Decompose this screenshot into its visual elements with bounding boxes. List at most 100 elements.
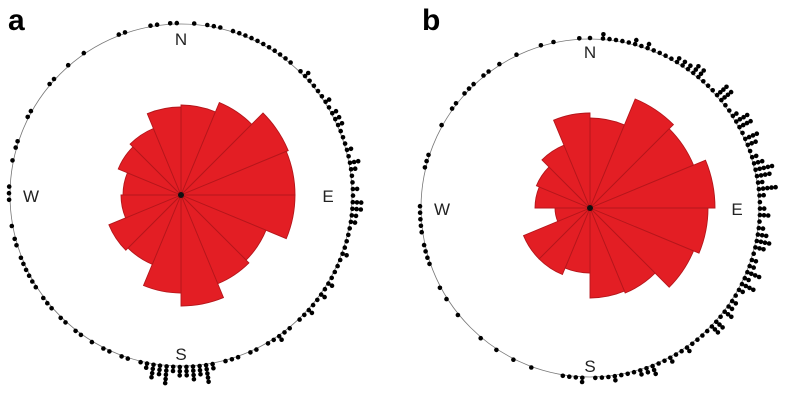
- data-point: [162, 380, 168, 386]
- data-point: [757, 166, 762, 172]
- data-point: [759, 233, 765, 238]
- data-point: [248, 350, 253, 355]
- data-point: [754, 238, 760, 244]
- data-point: [230, 28, 236, 34]
- data-point: [421, 242, 427, 248]
- data-point: [739, 281, 745, 287]
- data-point: [645, 370, 651, 375]
- data-point: [439, 122, 444, 128]
- data-point: [235, 354, 241, 360]
- data-point: [606, 374, 611, 380]
- data-point: [170, 364, 176, 370]
- data-point: [601, 32, 606, 37]
- data-point: [688, 63, 693, 68]
- data-point: [163, 376, 168, 382]
- data-point: [538, 43, 544, 48]
- data-point: [494, 347, 499, 353]
- data-point: [25, 114, 31, 120]
- data-point: [449, 106, 455, 111]
- data-point: [725, 92, 731, 98]
- data-point: [326, 97, 332, 102]
- data-point: [625, 371, 630, 377]
- data-point: [751, 161, 757, 166]
- data-point: [266, 45, 272, 50]
- data-point: [720, 325, 725, 330]
- center-dot-b: [587, 205, 593, 211]
- data-point: [164, 364, 169, 369]
- data-point: [619, 372, 624, 378]
- data-point: [752, 273, 758, 278]
- data-point: [326, 105, 332, 110]
- data-point: [338, 128, 344, 134]
- data-point: [336, 114, 342, 120]
- data-point: [150, 366, 156, 372]
- data-point: [211, 23, 217, 29]
- data-point: [691, 70, 696, 76]
- data-point: [651, 48, 656, 53]
- data-point: [749, 141, 754, 146]
- data-point: [669, 56, 674, 61]
- data-point: [761, 192, 766, 198]
- data-point: [471, 81, 476, 87]
- compass-west-a: W: [23, 187, 39, 206]
- data-point: [237, 30, 242, 36]
- data-point: [347, 226, 353, 231]
- data-point: [197, 363, 202, 369]
- data-point: [747, 285, 752, 291]
- data-point: [673, 352, 679, 357]
- data-point: [753, 259, 759, 264]
- center-dot-a: [178, 192, 184, 198]
- data-point: [191, 368, 196, 374]
- data-point: [682, 59, 688, 65]
- data-point: [631, 369, 637, 375]
- data-point: [354, 186, 360, 192]
- data-point: [749, 257, 755, 263]
- data-point: [65, 62, 71, 68]
- data-point: [125, 356, 131, 361]
- data-point: [350, 180, 355, 185]
- data-point: [551, 39, 556, 45]
- data-point: [116, 32, 122, 37]
- data-point: [218, 25, 223, 30]
- data-point: [593, 375, 598, 381]
- data-point: [757, 193, 762, 198]
- data-point: [700, 333, 705, 338]
- data-point: [154, 22, 160, 28]
- data-point: [511, 357, 516, 363]
- rose-petal: [146, 106, 182, 196]
- data-point: [203, 362, 209, 368]
- data-point: [773, 184, 778, 190]
- data-point: [733, 293, 738, 298]
- data-point: [481, 73, 486, 78]
- data-point: [639, 43, 644, 49]
- data-point: [350, 193, 356, 198]
- data-point: [769, 185, 774, 190]
- data-point: [163, 372, 169, 378]
- data-point: [333, 116, 338, 122]
- data-point: [746, 134, 752, 140]
- data-point: [101, 346, 106, 351]
- data-point: [695, 337, 700, 343]
- compass-north-b: N: [584, 43, 596, 62]
- data-point: [423, 249, 428, 254]
- rose-panel-b: b N E S W: [417, 4, 778, 385]
- compass-east-b: E: [731, 200, 742, 219]
- data-point: [344, 253, 349, 258]
- data-point: [734, 111, 739, 116]
- data-point: [710, 88, 715, 93]
- data-point: [119, 354, 124, 359]
- rose-petal: [180, 194, 296, 240]
- data-point: [197, 367, 203, 373]
- data-point: [747, 148, 753, 154]
- data-point: [33, 284, 39, 290]
- data-point: [348, 146, 354, 152]
- data-point: [348, 219, 354, 225]
- data-point: [744, 112, 750, 118]
- data-point: [761, 165, 767, 171]
- data-point: [12, 236, 17, 242]
- data-point: [164, 368, 169, 373]
- data-point: [315, 297, 320, 303]
- data-point: [696, 74, 701, 80]
- data-point: [717, 322, 722, 327]
